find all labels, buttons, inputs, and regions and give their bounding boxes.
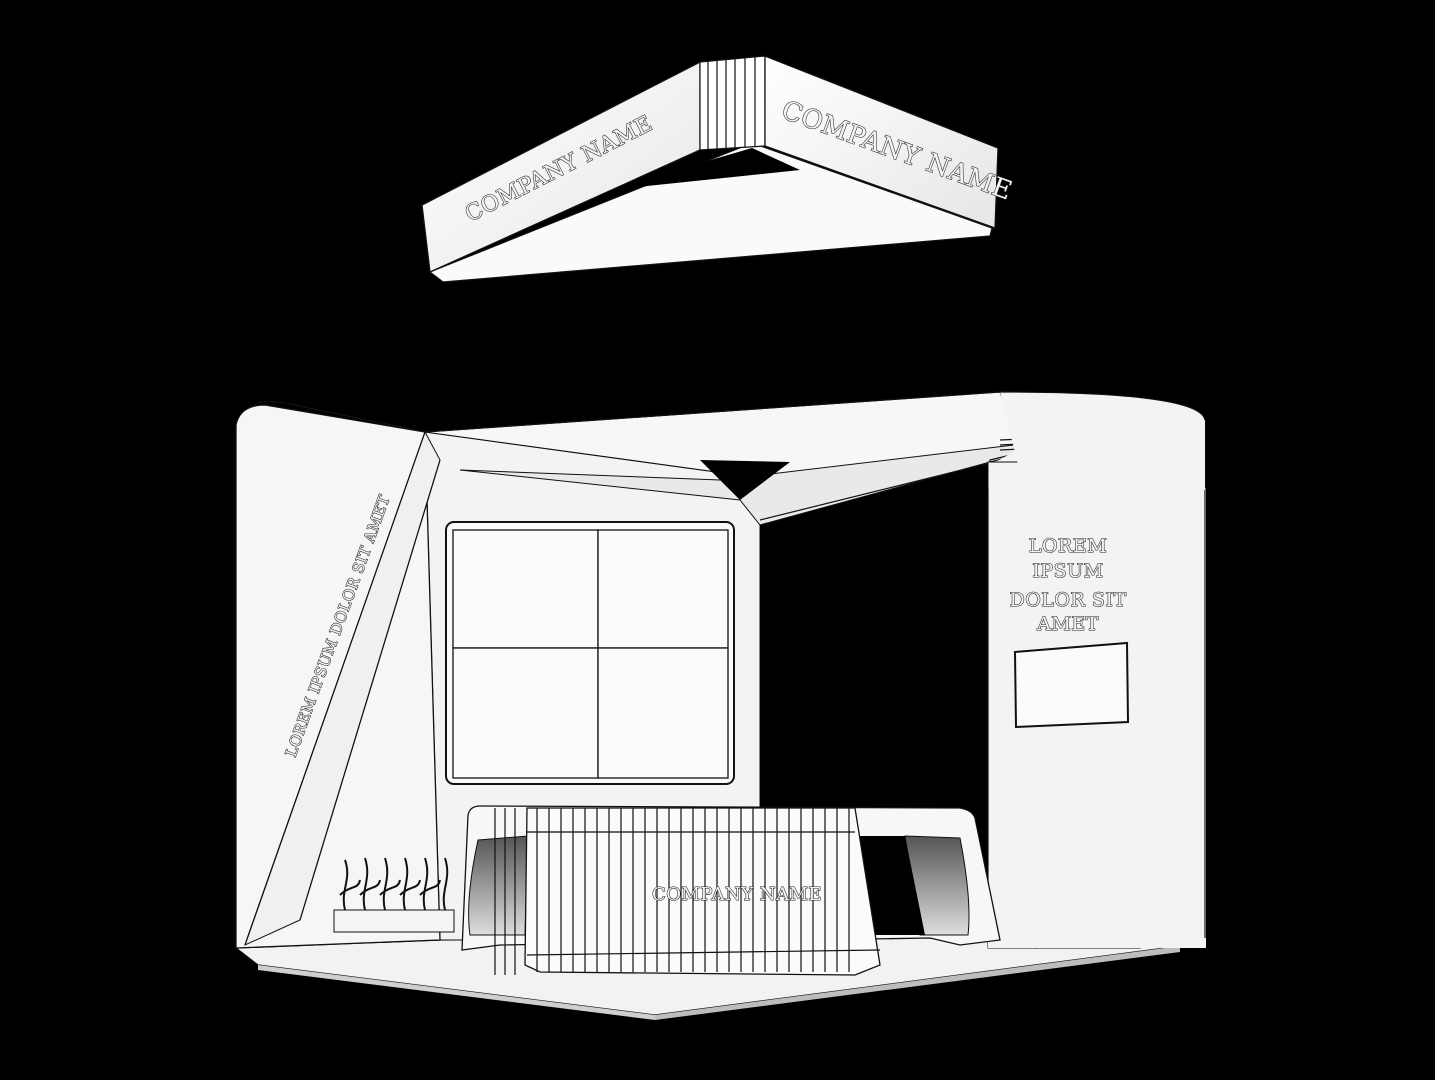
right-wall-line-1: LOREM [1029, 535, 1107, 557]
right-wall-line-3: DOLOR SIT [1009, 589, 1126, 611]
counter-company-name: COMPANY NAME [652, 884, 822, 905]
right-wall-line-2: IPSUM [1032, 560, 1103, 582]
hanging-sign: COMPANY NAME COMPANY NAME [421, 55, 1017, 283]
right-wall-text: LOREM IPSUM DOLOR SIT AMET [1009, 534, 1127, 635]
right-wall-line-4: AMET [1036, 613, 1099, 635]
booth: LOREM IPSUM DOLOR SIT AMET LOREM IPSUM D… [234, 390, 1206, 1020]
reception-counter: COMPANY NAME [461, 805, 1001, 976]
video-wall [445, 521, 735, 785]
planter [333, 857, 455, 933]
display-screen [1013, 641, 1130, 729]
